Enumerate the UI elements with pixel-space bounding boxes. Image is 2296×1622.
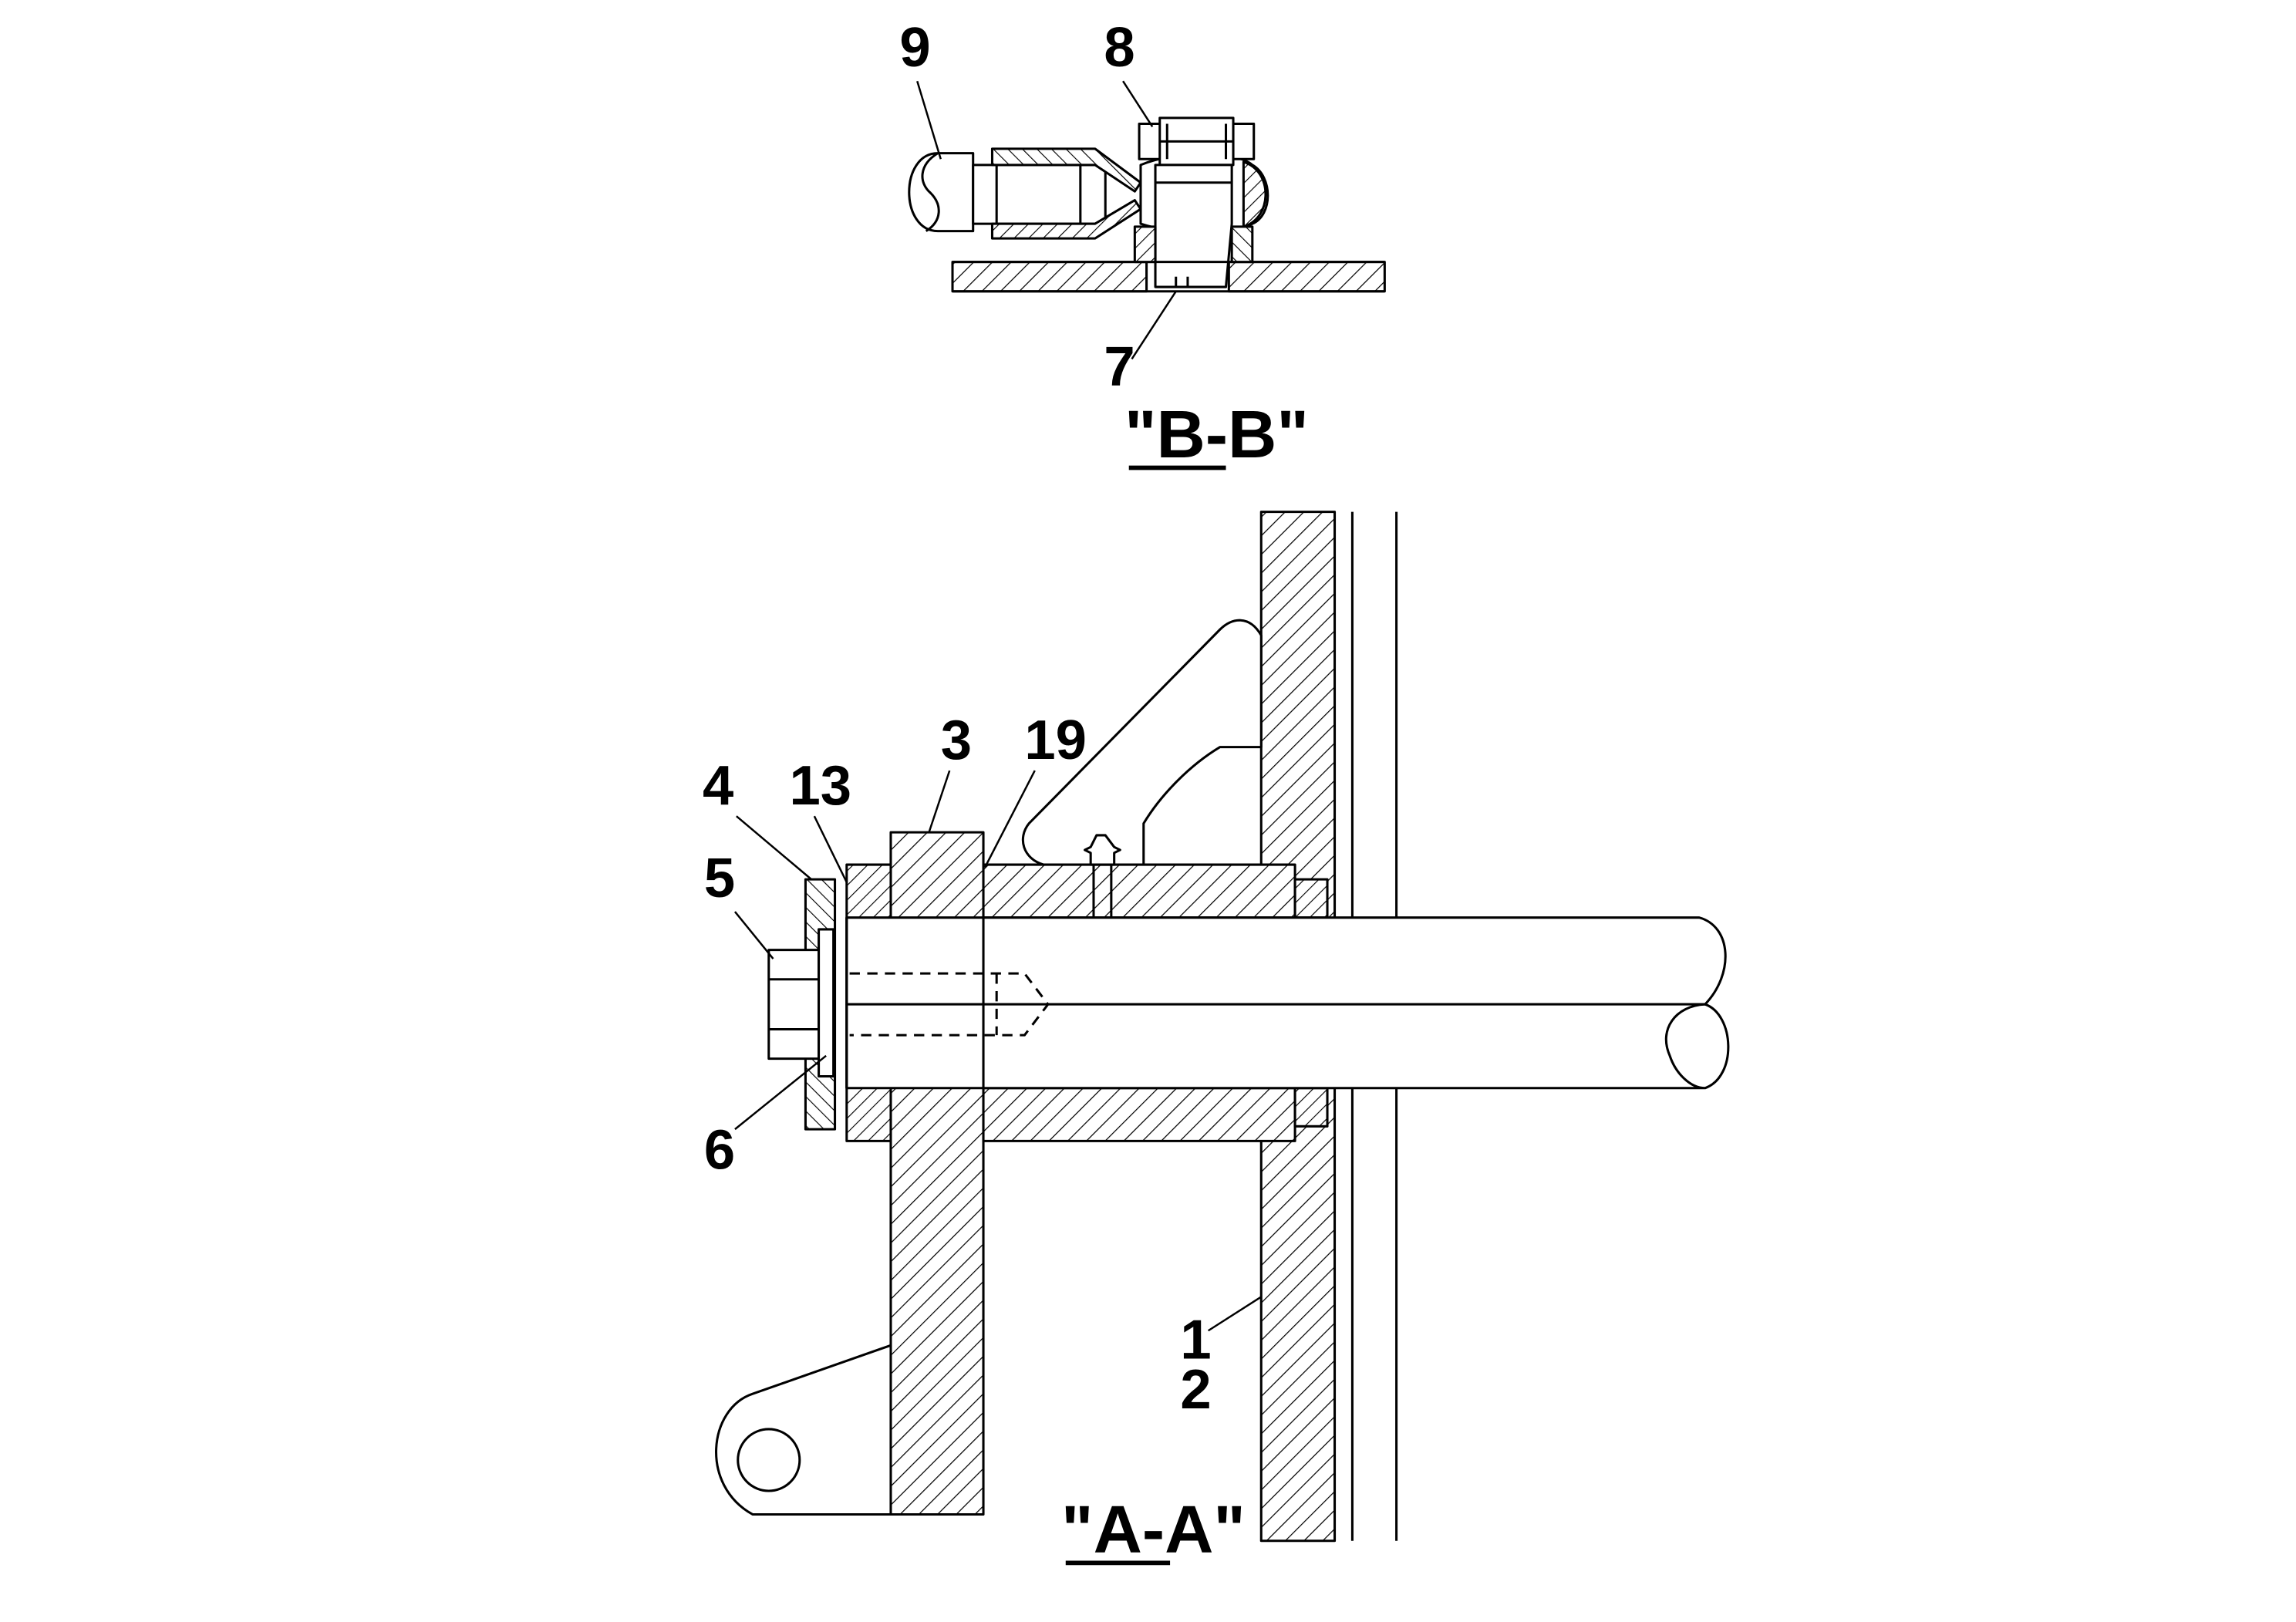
leader-1 bbox=[1207, 1296, 1262, 1332]
callout-19: 19 bbox=[1024, 709, 1087, 771]
callout-5: 5 bbox=[704, 847, 735, 909]
leader-13 bbox=[813, 815, 848, 883]
rod-part-9 bbox=[908, 152, 975, 233]
leader-4 bbox=[736, 815, 812, 881]
section-b-b-title: "B-B" bbox=[1124, 396, 1309, 472]
callout-2: 2 bbox=[1180, 1358, 1211, 1421]
threaded-bore bbox=[849, 972, 1050, 1037]
callout-4: 4 bbox=[703, 754, 733, 817]
base-plate-left bbox=[951, 261, 1148, 293]
bushing-part-19-top bbox=[982, 863, 1296, 919]
callout-labels: 9 8 7 4 13 3 19 5 6 1 2 bbox=[703, 16, 1212, 1421]
callout-8: 8 bbox=[1104, 16, 1135, 79]
callout-3: 3 bbox=[941, 709, 972, 771]
section-b-b-view bbox=[908, 80, 1386, 360]
leader-5 bbox=[733, 911, 774, 959]
leader-9 bbox=[916, 80, 942, 160]
ear-hole bbox=[737, 1428, 801, 1492]
callout-9: 9 bbox=[899, 16, 930, 79]
main-shaft bbox=[845, 916, 1727, 1006]
callout-13: 13 bbox=[789, 754, 851, 817]
lock-washer-part-6 bbox=[818, 928, 835, 1078]
lever-ear bbox=[715, 1344, 892, 1516]
section-titles: "B-B" "A-A" bbox=[1061, 396, 1309, 1567]
ball-socket-right-hatch bbox=[1242, 160, 1267, 228]
section-a-a-view bbox=[715, 511, 1730, 1543]
rod-thread bbox=[972, 164, 1107, 225]
rod-end-housing-top bbox=[990, 147, 1142, 193]
grease-nipple bbox=[1084, 834, 1121, 866]
leader-3 bbox=[928, 770, 951, 833]
leader-7 bbox=[1131, 291, 1177, 360]
leader-19 bbox=[983, 770, 1036, 868]
leader-6 bbox=[734, 1054, 827, 1131]
leader-8 bbox=[1122, 80, 1154, 127]
gusset-plate bbox=[1021, 619, 1263, 866]
callout-6: 6 bbox=[704, 1119, 735, 1182]
bolt-head-part-5 bbox=[767, 949, 821, 1061]
rod-break-curve bbox=[921, 152, 940, 232]
callout-1: 1 bbox=[1180, 1308, 1211, 1371]
shaft-break-curve bbox=[1704, 1003, 1730, 1090]
base-plate-right bbox=[1227, 261, 1386, 293]
ball-pin-part-7 bbox=[1154, 164, 1233, 288]
bushing-part-19-bottom bbox=[982, 1087, 1296, 1142]
callout-7: 7 bbox=[1104, 336, 1135, 398]
section-a-a-title: "A-A" bbox=[1061, 1492, 1246, 1567]
